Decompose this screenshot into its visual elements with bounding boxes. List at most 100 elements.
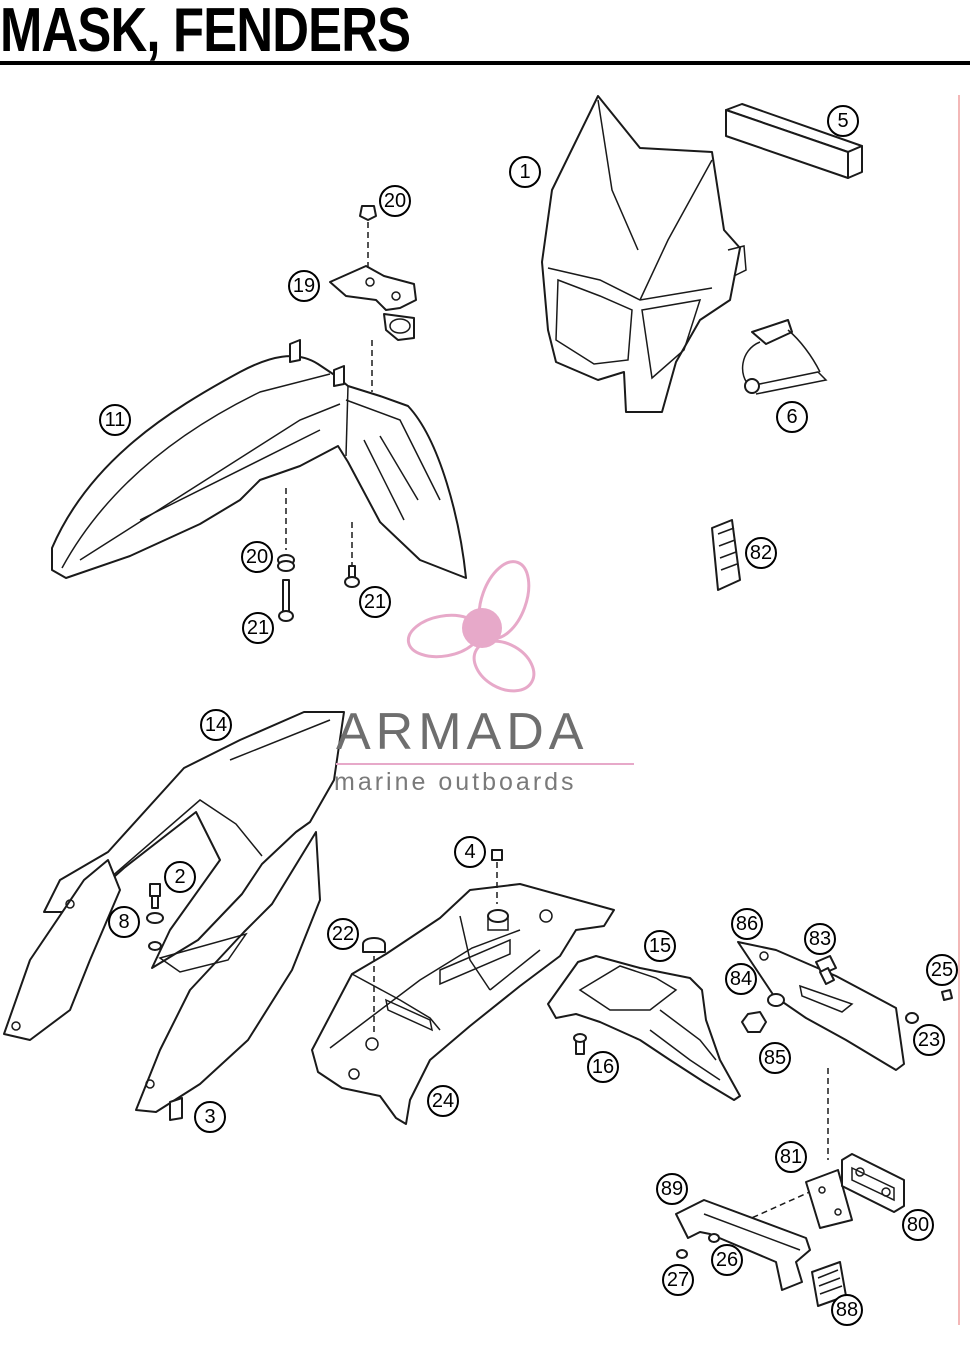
svg-text:14: 14 <box>205 714 227 736</box>
plate-holder[interactable] <box>737 941 905 1071</box>
callout-25: 25 <box>926 954 958 986</box>
callout-26: 26 <box>711 1244 743 1276</box>
callout-81: 81 <box>775 1141 807 1173</box>
svg-text:84: 84 <box>730 968 752 990</box>
svg-text:5: 5 <box>837 110 848 132</box>
callout-1: 1 <box>509 156 541 188</box>
callout-3: 3 <box>194 1101 226 1133</box>
rear-fender-base[interactable] <box>311 883 615 1125</box>
watermark-divider <box>336 763 634 765</box>
callout-22: 22 <box>327 918 359 950</box>
foam-strip[interactable] <box>725 103 863 179</box>
margin-rule <box>958 95 960 1325</box>
svg-text:6: 6 <box>786 406 797 428</box>
callout-20-upper: 20 <box>379 185 411 217</box>
plate-light-bracket[interactable] <box>805 1169 853 1229</box>
callout-15: 15 <box>644 930 676 962</box>
rubber-buffer-22[interactable] <box>362 937 386 1036</box>
svg-text:88: 88 <box>836 1299 858 1321</box>
svg-text:20: 20 <box>246 546 268 568</box>
mask-bracket[interactable] <box>741 319 828 395</box>
callout-24: 24 <box>427 1085 459 1117</box>
title-rule <box>0 61 970 65</box>
callout-2: 2 <box>164 861 196 893</box>
svg-text:1: 1 <box>519 161 530 183</box>
svg-text:16: 16 <box>592 1056 614 1078</box>
svg-text:25: 25 <box>931 959 953 981</box>
callout-82: 82 <box>745 537 777 569</box>
svg-text:11: 11 <box>105 409 126 431</box>
screw-21-left[interactable] <box>278 579 294 622</box>
svg-text:27: 27 <box>667 1269 689 1291</box>
svg-text:3: 3 <box>204 1106 215 1128</box>
washer-8[interactable] <box>146 912 164 951</box>
callout-8: 8 <box>108 906 140 938</box>
svg-text:80: 80 <box>907 1214 929 1236</box>
page-title: MASK, FENDERS <box>0 0 411 65</box>
watermark-name: ARMADA <box>336 703 589 761</box>
callout-86: 86 <box>731 908 763 940</box>
screw-25[interactable] <box>941 989 953 1001</box>
side-cover[interactable] <box>3 711 345 1113</box>
clip-3[interactable] <box>169 1097 183 1121</box>
bolt-4[interactable] <box>491 849 503 904</box>
bolt-20-upper[interactable] <box>359 205 377 221</box>
screw-2[interactable] <box>149 883 161 909</box>
svg-text:86: 86 <box>736 913 758 935</box>
nut-85[interactable] <box>741 1011 767 1033</box>
washer-84[interactable] <box>767 993 785 1007</box>
callout-21-right: 21 <box>359 586 391 618</box>
callout-27: 27 <box>662 1264 694 1296</box>
svg-text:23: 23 <box>918 1029 940 1051</box>
callout-14: 14 <box>200 709 232 741</box>
callout-16: 16 <box>587 1051 619 1083</box>
callout-89: 89 <box>656 1173 688 1205</box>
propeller-logo <box>406 560 536 693</box>
svg-text:89: 89 <box>661 1178 683 1200</box>
screw-16[interactable] <box>573 1033 587 1055</box>
svg-text:21: 21 <box>247 617 269 639</box>
reflector-bracket[interactable] <box>675 1199 811 1291</box>
headlight-mask[interactable] <box>541 95 747 413</box>
air-filter[interactable] <box>711 519 741 591</box>
svg-text:82: 82 <box>750 542 772 564</box>
callout-19: 19 <box>288 270 320 302</box>
svg-text:24: 24 <box>432 1090 454 1112</box>
callout-85: 85 <box>759 1042 791 1074</box>
svg-text:81: 81 <box>780 1146 802 1168</box>
washer-27[interactable] <box>676 1249 688 1259</box>
svg-text:15: 15 <box>649 935 671 957</box>
svg-text:19: 19 <box>293 275 315 297</box>
svg-text:26: 26 <box>716 1249 738 1271</box>
svg-text:8: 8 <box>118 911 129 933</box>
bolt-83[interactable] <box>815 955 837 985</box>
svg-text:4: 4 <box>464 841 475 863</box>
washer-20-lower[interactable] <box>277 554 295 572</box>
svg-text:22: 22 <box>332 923 354 945</box>
callout-5: 5 <box>827 105 859 137</box>
svg-text:2: 2 <box>174 866 185 888</box>
nut-26[interactable] <box>708 1233 720 1243</box>
plate-light[interactable] <box>841 1153 905 1213</box>
screw-21-right[interactable] <box>344 565 360 588</box>
nut-23[interactable] <box>905 1012 919 1024</box>
callout-4: 4 <box>454 836 486 868</box>
callout-83: 83 <box>804 923 836 955</box>
svg-text:83: 83 <box>809 928 831 950</box>
callout-21-left: 21 <box>242 612 274 644</box>
callout-11: 11 <box>99 404 131 436</box>
watermark-tagline: marine outboards <box>334 768 577 796</box>
svg-text:21: 21 <box>364 591 386 613</box>
callout-23: 23 <box>913 1024 945 1056</box>
callout-6: 6 <box>776 401 808 433</box>
fender-bracket[interactable] <box>329 265 417 341</box>
watermark: ARMADA marine outboards <box>330 560 640 800</box>
callout-84: 84 <box>725 963 757 995</box>
callout-88: 88 <box>831 1294 863 1326</box>
rear-fender[interactable] <box>547 955 741 1101</box>
callout-80: 80 <box>902 1209 934 1241</box>
svg-text:20: 20 <box>384 190 406 212</box>
callout-20-lower: 20 <box>241 541 273 573</box>
front-fender[interactable] <box>51 339 467 579</box>
